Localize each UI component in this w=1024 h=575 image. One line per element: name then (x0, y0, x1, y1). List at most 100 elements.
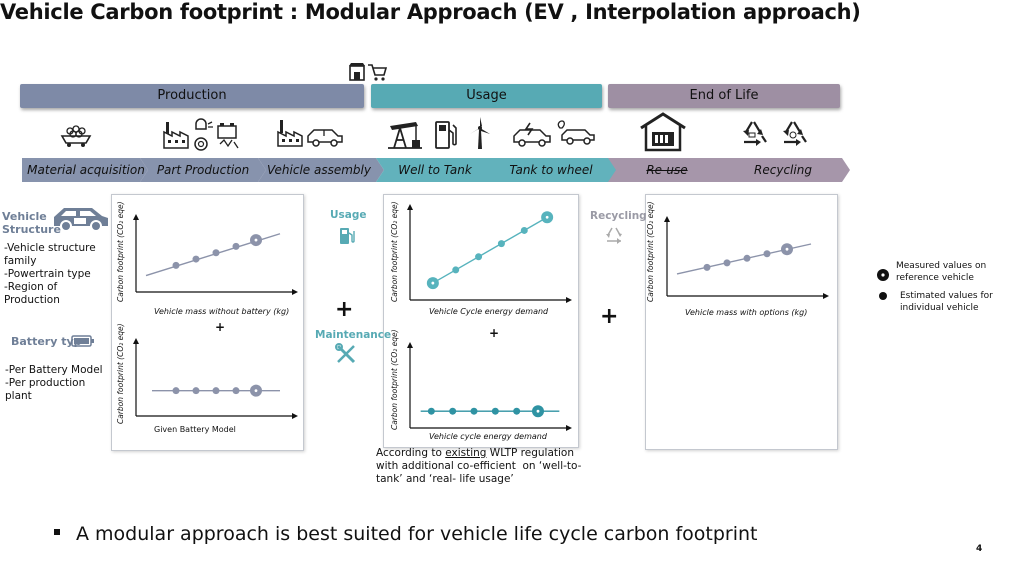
step-re-use: Re-use (646, 163, 688, 177)
usage-label: Usage (330, 209, 367, 221)
page-number: 4 (976, 544, 983, 554)
plus-small-usage: + (489, 326, 500, 340)
recycling-panel (645, 194, 838, 450)
step-part-production: Part Production (156, 163, 250, 177)
estimated-point (723, 259, 731, 267)
chart2-ylabel: Carbon footprint (CO₂ eqe) (390, 201, 399, 302)
chart-battery-model (133, 338, 298, 419)
fuel-pump-icon-small (340, 228, 355, 244)
shop-cart-icon (349, 63, 388, 81)
chart0-ylabel: Carbon footprint (CO₂ eqe) (116, 201, 125, 302)
fuel-pump-icon (435, 121, 457, 149)
chart-vehicle-mass (133, 214, 298, 295)
step-chevron (22, 158, 148, 182)
garage-battery-icon (640, 112, 686, 152)
usage-panel (383, 194, 579, 448)
phase-production: Production (20, 84, 364, 108)
step-material-acquisition: Material acquisition (27, 163, 145, 177)
x-axis-arrow (292, 413, 298, 419)
recycling-label: Recycling (590, 210, 647, 222)
chart3-ylabel: Carbon footprint (CO₂ eqe) (390, 329, 399, 430)
usage-note-suffix: WLTP regulation with additional co-effic… (376, 447, 582, 485)
estimated-point (192, 255, 200, 263)
estimated-point (497, 240, 505, 248)
chart4-xlabel: Vehicle mass with options (kg) (685, 308, 808, 317)
estimated-point (427, 407, 435, 415)
estimated-point (192, 387, 200, 395)
reference-point-center (545, 215, 549, 219)
chart0-xlabel: Vehicle mass without battery (kg) (154, 307, 290, 316)
chart1-xlabel: Given Battery Model (154, 425, 236, 434)
electric-car-icon (513, 120, 595, 147)
estimated-point (703, 263, 711, 271)
estimated-point (513, 407, 521, 415)
step-vehicle-assembly: Vehicle assembly (267, 163, 371, 177)
page-title: Vehicle Carbon footprint : Modular Appro… (0, 0, 861, 24)
vehicle-structure-header: Vehicle Structure (2, 210, 61, 236)
legend-estimated-marker (879, 292, 887, 300)
phase-usage: Usage (371, 84, 602, 108)
y-axis-arrow (407, 342, 413, 348)
bullet-marker (54, 529, 60, 535)
estimated-point (470, 407, 478, 415)
step-well-to-tank: Well to Tank (398, 163, 472, 177)
estimated-point (475, 253, 483, 261)
step-chevron (724, 158, 850, 182)
wind-turbine-icon (470, 117, 490, 149)
reference-point-center (536, 409, 540, 413)
y-axis-arrow (664, 216, 670, 222)
wrench-screwdriver-icon (335, 343, 356, 364)
factory-parts-icon (163, 118, 239, 151)
chart-cycle-energy-demand-2 (407, 342, 572, 431)
chart4-ylabel: Carbon footprint (CO₂ eqe) (646, 201, 655, 302)
battery-type-header: Battery typ (11, 335, 82, 348)
plus-large-1: + (335, 297, 354, 322)
recycle-icon-small (606, 227, 622, 244)
y-axis-arrow (133, 338, 139, 344)
step-chevron (608, 158, 734, 182)
estimated-point (212, 249, 220, 257)
usage-note-prefix: According to (376, 447, 446, 459)
process-steps (22, 158, 850, 182)
car-battery-icon (54, 208, 108, 232)
plus-large-2: + (600, 304, 619, 329)
legend-estimated-label: Estimated values for individual vehicle (900, 291, 993, 313)
estimated-point (449, 407, 457, 415)
bullet-text: A modular approach is best suited for ve… (76, 523, 758, 545)
y-axis-arrow (407, 204, 413, 210)
factory-car-icon (277, 120, 343, 147)
step-chevron (140, 158, 266, 182)
x-axis-arrow (566, 297, 572, 303)
chart1-ylabel: Carbon footprint (CO₂ eqe) (116, 323, 125, 424)
estimated-point (172, 261, 180, 269)
estimated-point (743, 254, 751, 262)
battery-type-items: -Per Battery Model -Per production plant (5, 364, 103, 402)
x-axis-arrow (566, 425, 572, 431)
reference-point-center (254, 238, 258, 242)
coal-cart-icon (60, 125, 92, 147)
estimated-point (232, 242, 240, 250)
usage-note-link: existing (445, 447, 487, 459)
estimated-point (763, 250, 771, 258)
estimated-point (212, 387, 220, 395)
chart-vehicle-mass-options (664, 216, 829, 299)
battery-icon (71, 335, 94, 347)
step-tank-to-wheel: Tank to wheel (509, 163, 593, 177)
plus-small-production: + (215, 320, 226, 334)
maintenance-label: Maintenance (315, 329, 392, 341)
legend-measured-label: Measured values on reference vehicle (896, 261, 987, 283)
chart-cycle-energy-demand (407, 204, 572, 303)
step-chevron (376, 158, 502, 182)
phase-end-of-life: End of Life (608, 84, 840, 108)
chart3-xlabel: Vehicle cycle energy demand (429, 432, 547, 441)
oil-pump-icon (388, 122, 422, 149)
y-axis-arrow (133, 214, 139, 220)
reference-point-center (431, 281, 435, 285)
legend-measured-marker (877, 269, 889, 281)
chart2-xlabel: Vehicle Cycle energy demand (429, 307, 549, 316)
estimated-point (520, 226, 528, 234)
x-axis-arrow (292, 289, 298, 295)
step-chevron (258, 158, 384, 182)
estimated-point (232, 387, 240, 395)
step-recycling: Recycling (754, 163, 812, 177)
